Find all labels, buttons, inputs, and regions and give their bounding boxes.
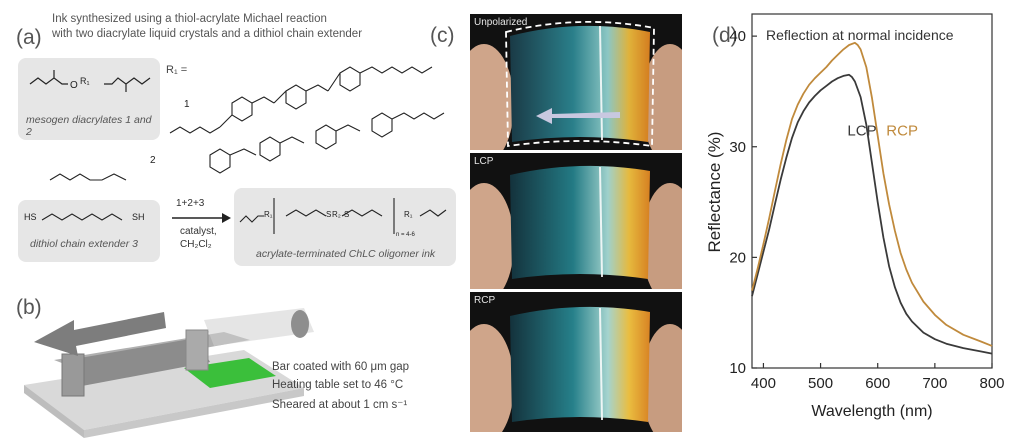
annotation-rcp: RCP (886, 123, 918, 140)
x-tick-label: 800 (979, 375, 1004, 392)
mesogen-box-label: mesogen diacrylates 1 and 2 (26, 114, 152, 138)
chart-y-axis-label: Reflectance (%) (705, 132, 724, 253)
x-tick-label: 600 (865, 375, 890, 392)
panel-a-caption-line2: with two diacrylate liquid crystals and … (52, 28, 363, 40)
photo-label-unpolarized: Unpolarized (474, 17, 528, 28)
reaction-label: 1+2+3 (176, 198, 205, 209)
photo-rcp: RCP (470, 292, 682, 432)
dithiol-structure (41, 213, 123, 221)
oligomer-r1: R₁ (264, 210, 273, 219)
y-tick-label: 20 (729, 249, 746, 266)
x-tick-label: 700 (922, 375, 947, 392)
y-tick-label: 40 (729, 28, 746, 45)
compound-1-number: 1 (184, 99, 190, 110)
bar-end-block-left (61, 353, 85, 397)
reaction-condition-solvent: CH₂Cl₂ (180, 239, 212, 250)
oligomer-box-label: acrylate-terminated ChLC oligomer ink (256, 248, 436, 260)
oligomer-subscript: n = 4-6 (396, 232, 415, 238)
reaction-arrow (172, 213, 231, 223)
panel-b-note-3: Sheared at about 1 cm s⁻¹ (272, 399, 408, 411)
panel-b-note-1: Bar coated with 60 μm gap (272, 361, 410, 373)
photo-unpolarized: Unpolarized (470, 14, 682, 150)
series-line-rcp (751, 41, 993, 347)
y-tick-label: 30 (729, 139, 746, 156)
molecule-structures: 1 2 (150, 66, 445, 174)
panel-d-label: (d) (712, 24, 738, 47)
bar-coater-illustration (24, 308, 314, 438)
panel-a-label: (a) (16, 26, 42, 49)
mesogen-box: O R₁ mesogen diacrylates 1 and 2 (18, 58, 160, 140)
molecule-2-tail (49, 173, 127, 181)
oligomer-box: R₁ S R₂ S R₁ n = 4-6 acrylate-terminated… (234, 188, 456, 266)
photo-rcp-scene (470, 306, 682, 432)
y-tick-label: 10 (729, 360, 746, 377)
svg-text:O: O (70, 80, 78, 91)
photo-label-rcp: RCP (474, 295, 496, 306)
oligomer-structure (239, 198, 447, 234)
bar-end-block-right (185, 329, 209, 371)
oligomer-s-left: S (326, 210, 332, 219)
series-line-lcp (751, 73, 993, 355)
shear-direction-arrow (34, 312, 166, 356)
chart-title: Reflection at normal incidence (766, 27, 954, 43)
panel-c-label: (c) (430, 24, 455, 47)
mesogen-r1-label: R₁ (80, 76, 90, 86)
annotation-lcp: LCP (847, 123, 876, 140)
dithiol-sh: SH (132, 212, 145, 222)
photo-lcp-scene (470, 165, 682, 289)
x-tick-label: 500 (808, 375, 833, 392)
oligomer-r1-right: R₁ (404, 210, 413, 219)
photo-unpolarized-scene (470, 20, 682, 150)
coating-bar (68, 338, 210, 386)
dithiol-hs: HS (24, 212, 37, 222)
oligomer-r2: R₂ (332, 210, 341, 219)
x-tick-label: 400 (751, 375, 776, 392)
mesogen-diacrylate-structure: O (29, 70, 151, 92)
dithiol-box-label: dithiol chain extender 3 (30, 238, 138, 250)
oligomer-s-right: S (344, 210, 350, 219)
reaction-condition-catalyst: catalyst, (180, 226, 217, 237)
plot-frame (751, 13, 993, 369)
panel-b-label: (b) (16, 296, 42, 319)
photo-lcp: LCP (470, 153, 682, 289)
compound-2-number: 2 (150, 155, 156, 166)
reflectance-chart: 10 20 30 40 400 500 600 700 800 LCP RCP Reflecti… (705, 13, 1005, 420)
chart-x-axis-label: Wavelength (nm) (811, 403, 932, 420)
scan-direction-arrow (536, 108, 620, 124)
r1-definition: R₁ = (166, 64, 188, 76)
dithiol-box: HS SH dithiol chain extender 3 (18, 200, 160, 262)
panel-a-caption-line1: Ink synthesized using a thiol-acrylate M… (52, 13, 327, 25)
panel-b-note-2: Heating table set to 46 °C (272, 379, 404, 391)
photo-label-lcp: LCP (474, 156, 494, 167)
